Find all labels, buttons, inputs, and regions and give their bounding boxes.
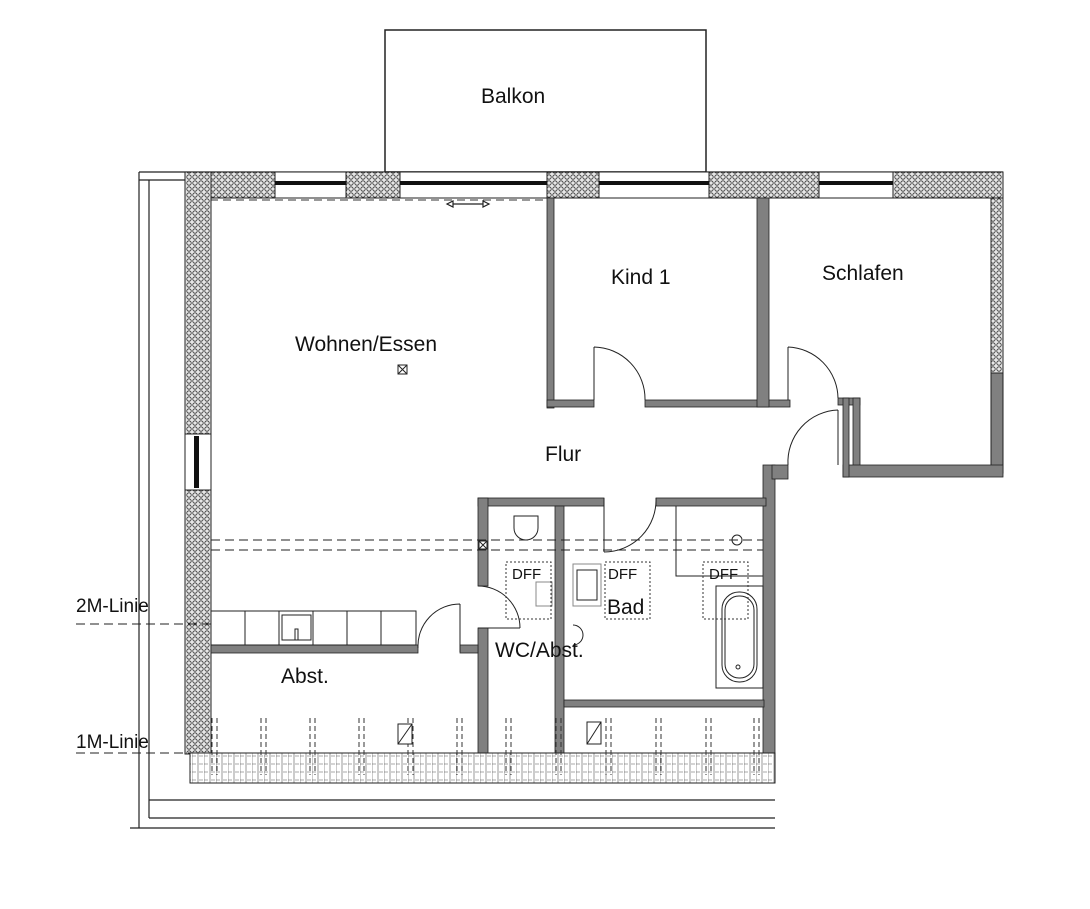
cross-mark-icons (205, 364, 488, 775)
skylight-label-1: DFF (512, 566, 542, 583)
room-label-wc-abst: WC/Abst. (495, 639, 584, 662)
skylight-label-2: DFF (608, 566, 638, 583)
exterior-wall-left (184, 171, 212, 755)
room-label-balkon: Balkon (481, 85, 546, 108)
height-line-label-2m: 2M-Linie (76, 596, 149, 617)
toilet-icon-2 (572, 624, 584, 646)
room-label-bad: Bad (607, 596, 645, 619)
room-label-kind-1: Kind 1 (611, 266, 671, 289)
sliding-door-arrow-icon (445, 200, 491, 208)
skylight-outlines (505, 561, 749, 620)
room-label-schlafen: Schlafen (822, 262, 904, 285)
rafter-lines (211, 718, 760, 775)
door-swings (417, 346, 839, 652)
bathtub-icon (715, 585, 764, 689)
exterior-wall-right (990, 197, 1004, 474)
room-label-flur: Flur (545, 443, 582, 466)
balcony-outline (384, 29, 707, 173)
exterior-wall-top (184, 171, 1004, 201)
toilet-icon (513, 515, 539, 541)
skylight-label-3: DFF (709, 566, 739, 583)
dashed-beam-lines (76, 539, 763, 754)
knee-wall-strip (189, 752, 776, 784)
bathroom-fixtures (513, 506, 764, 689)
kitchen-counter (210, 610, 417, 646)
room-label-abst: Abst. (281, 665, 329, 688)
room-label-wohnen-essen: Wohnen/Essen (295, 333, 438, 356)
meter-box-icons (397, 721, 602, 745)
height-line-label-1m: 1M-Linie (76, 732, 149, 753)
